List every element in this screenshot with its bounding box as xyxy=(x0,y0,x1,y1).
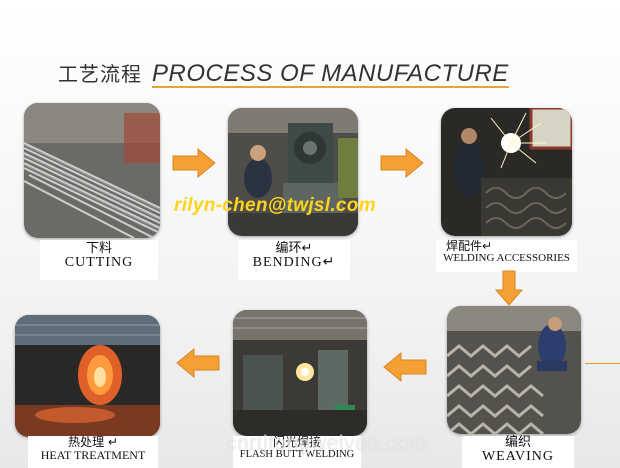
title-english: PROCESS OF MANUFACTURE xyxy=(152,60,509,87)
caption-welding-en: WELDING ACCESSORIES xyxy=(443,251,570,264)
caption-welding-accessories: 焊配件↵ WELDING ACCESSORIES xyxy=(436,240,577,272)
caption-cutting-cn: 下料 xyxy=(85,241,112,256)
caption-cutting: 下料 CUTTING xyxy=(40,240,158,280)
photo-flash-butt-welding xyxy=(233,310,367,436)
caption-bending-cn: 编环↵ xyxy=(275,241,313,256)
caption-heat-treatment: 热处理 ↵ HEAT TREATMENT xyxy=(28,436,158,468)
photo-weaving xyxy=(447,306,581,434)
photo-heat-treatment xyxy=(15,315,160,437)
caption-weaving-en: WEAVING xyxy=(481,448,555,464)
caption-flash-butt-welding: 闪光焊接 FLASH BUTT WELDING xyxy=(233,436,361,468)
caption-bending-en: BENDING↵ xyxy=(252,254,336,270)
caption-weaving-cn: 编织 xyxy=(504,435,531,450)
caption-flash-en: FLASH BUTT WELDING xyxy=(239,448,355,460)
caption-flash-cn: 闪光焊接 xyxy=(272,435,321,449)
photo-cutting xyxy=(24,103,160,238)
watermark-text: cnrtjtongweiven.com xyxy=(226,432,427,455)
title-chinese: 工艺流程 xyxy=(58,62,142,86)
caption-weaving: 编织 WEAVING xyxy=(462,436,574,468)
contact-email: rilyn-chen@twjsl.com xyxy=(174,195,376,216)
caption-welding-cn: 焊配件↵ xyxy=(446,239,493,253)
connector-line xyxy=(585,363,620,364)
caption-bending: 编环↵ BENDING↵ xyxy=(238,240,350,280)
caption-heat-en: HEAT TREATMENT xyxy=(40,447,146,462)
caption-cutting-en: CUTTING xyxy=(64,254,134,270)
caption-heat-cn: 热处理 ↵ xyxy=(68,435,118,449)
page-title: 工艺流程 PROCESS OF MANUFACTURE xyxy=(58,58,509,88)
photo-welding-accessories xyxy=(441,108,572,236)
photo-bending xyxy=(228,108,358,236)
